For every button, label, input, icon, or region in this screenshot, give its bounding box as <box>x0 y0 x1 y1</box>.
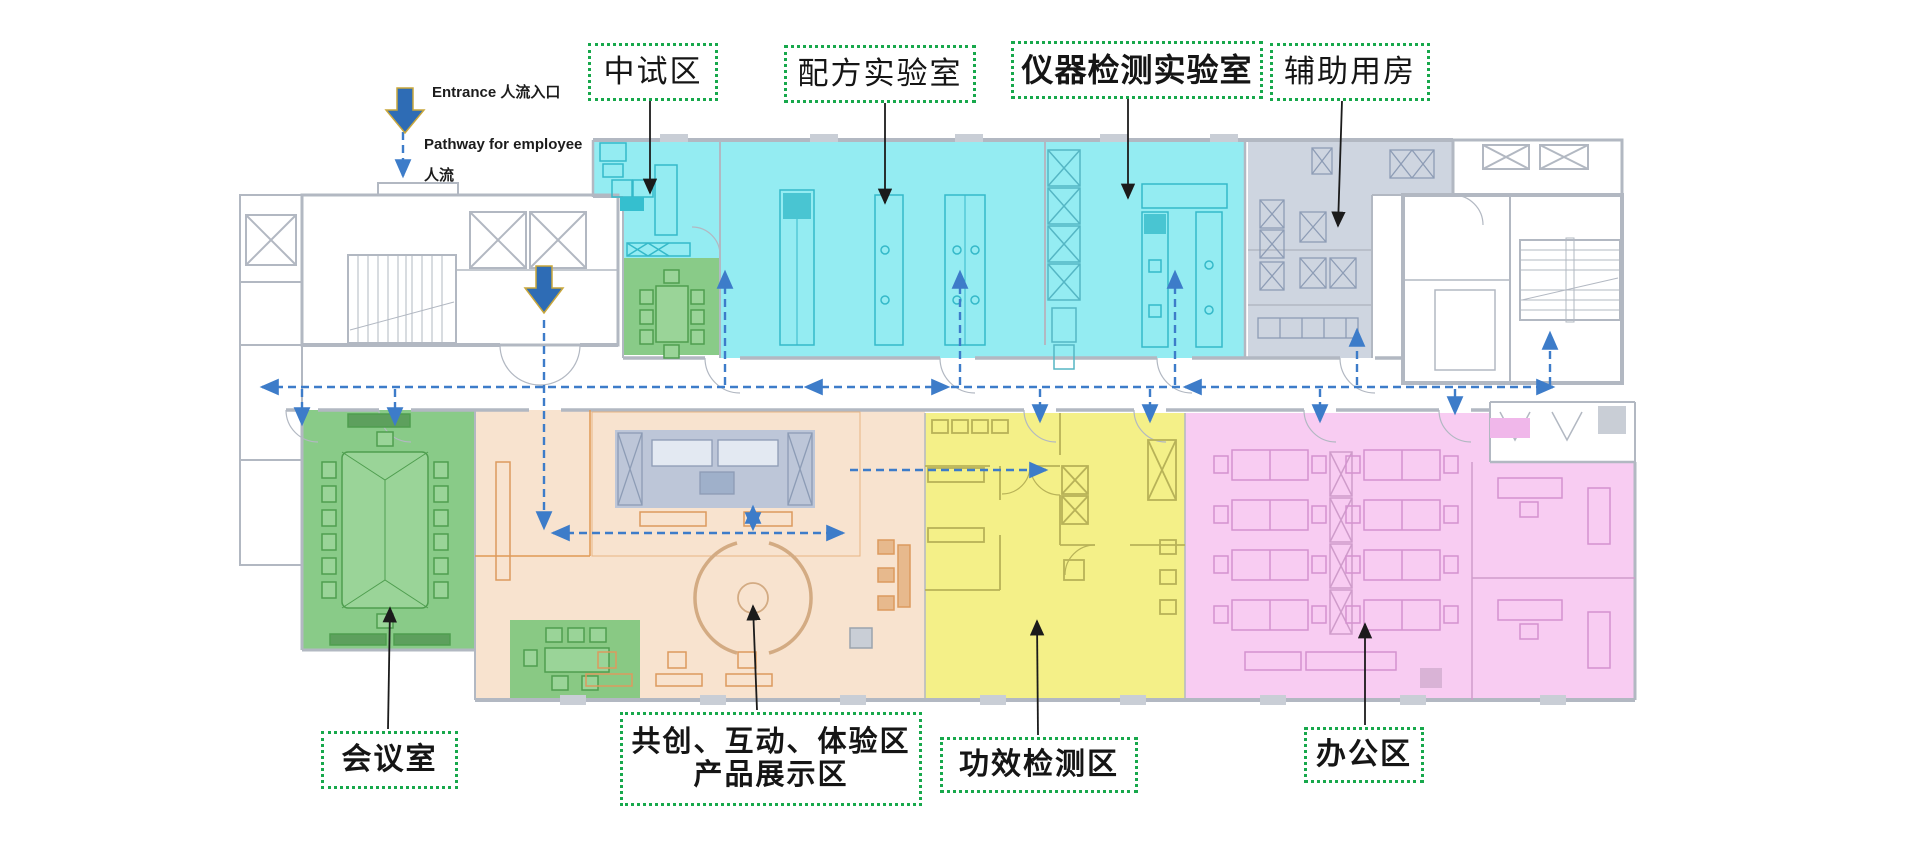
label-auxiliary-rooms: 辅助用房 <box>1270 43 1430 101</box>
label-meeting-room: 会议室 <box>321 731 458 789</box>
label-office-text: 办公区 <box>1316 737 1412 771</box>
zone-efficacy-yellow <box>925 413 1185 700</box>
arrow-meeting <box>382 606 397 730</box>
entrance-arrows <box>384 87 565 315</box>
label-efficacy-text: 功效检测区 <box>959 747 1119 781</box>
label-formula-lab: 配方实验室 <box>784 45 976 103</box>
walls <box>239 134 1637 705</box>
zone-auxiliary-gray <box>1248 140 1453 358</box>
label-formula-text: 配方实验室 <box>797 56 963 92</box>
legend-pathway-label-zh: 人流 <box>424 167 455 184</box>
label-pilot-area: 中试区 <box>588 43 718 101</box>
label-meeting-text: 会议室 <box>341 742 438 776</box>
arrow-auxiliary <box>1331 100 1346 228</box>
label-cocreation-line2: 产品展示区 <box>693 759 849 791</box>
label-instrument-text: 仪器检测实验室 <box>1021 51 1253 88</box>
label-cocreation-line1: 共创、互动、体验区 <box>631 725 911 758</box>
label-cocreation-area: 共创、互动、体验区 产品展示区 <box>620 712 922 806</box>
office-area-furniture <box>1213 418 1635 700</box>
pathway-lines <box>259 132 1559 542</box>
zone-office-pink <box>1185 413 1635 700</box>
zone-pilot-and-labs-cyan <box>593 140 1245 358</box>
entrance-arrow-legend <box>384 87 426 135</box>
cocreation-furniture <box>475 410 911 687</box>
label-auxiliary-text: 辅助用房 <box>1284 54 1416 90</box>
display-shelf-unit <box>615 430 815 508</box>
efficacy-area-details <box>925 413 1185 615</box>
entrance-arrow-lobby <box>523 265 565 315</box>
display-shelf-details <box>617 432 813 506</box>
label-pilot-text: 中试区 <box>603 54 703 90</box>
arrow-efficacy <box>1029 619 1045 736</box>
label-efficacy-area: 功效检测区 <box>940 737 1138 793</box>
callout-arrows <box>382 99 1373 736</box>
label-office-area: 办公区 <box>1304 727 1424 783</box>
arrow-cocreation <box>746 604 761 711</box>
label-instrument-lab: 仪器检测实验室 <box>1011 41 1263 99</box>
legend-entrance-label: Entrance 人流入口 <box>432 84 561 101</box>
legend-pathway-label-en: Pathway for employee <box>424 136 583 153</box>
aux-room-racks <box>1257 147 1435 339</box>
